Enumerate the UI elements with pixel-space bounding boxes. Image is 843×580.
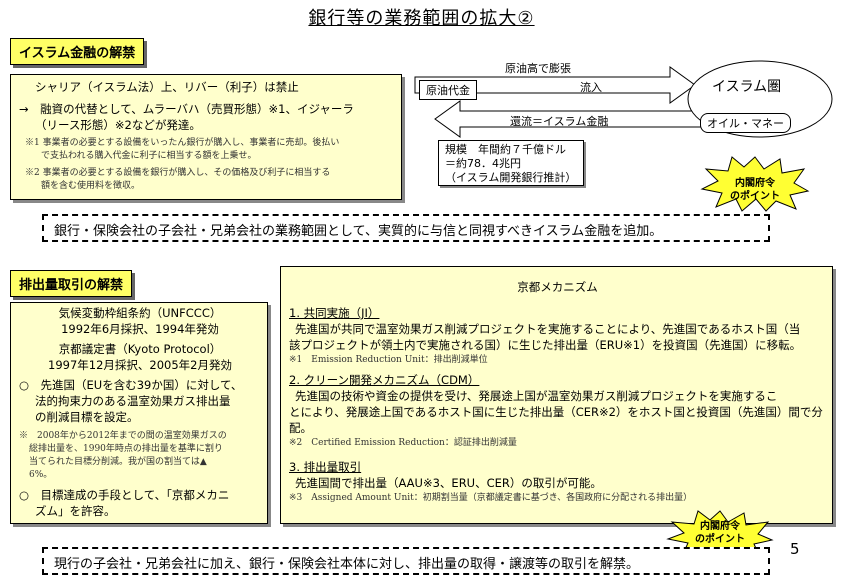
note-ijara-2: 額を含む使用料を徴収。 (41, 181, 141, 191)
islamic-finance-box: シャリア（イスラム法）上、リバー（利子）は禁止 → 融資の代替として、ムラーバハ… (10, 74, 402, 200)
note-ijara-1: ※2 事業者の必要とする設備を銀行が購入し、その価格及び利子に相当する (25, 168, 331, 178)
unfccc-dates: 1992年6月採択、1994年発効 (61, 322, 219, 336)
page-title: 銀行等の業務範囲の拡大② (308, 8, 535, 29)
scale-box: 規模 年間約７千億ドル ＝約78．4兆円 （イスラム開発銀行推計） (438, 140, 584, 186)
ji-heading: 1. 共同実施（JI） (289, 306, 380, 320)
oil-payment-box: 原油代金 (419, 80, 477, 100)
scale-line-3: （イスラム開発銀行推計） (445, 171, 577, 184)
target-note-1: ※ 2008年から2012年までの間の温室効果ガスの (19, 431, 227, 441)
cdm-text-1: 先進国の技術や資金の提供を受け、発展途上国が温室効果ガス削減プロジェクトを実施す… (295, 389, 778, 403)
kyoto-mechanism-heading: 京都メカニズム (517, 280, 598, 294)
alternative-line: → 融資の代替として、ムラーバハ（売買形態）※1、イジャーラ (19, 102, 354, 116)
bullet-2-line-2: ズム」を許容。 (35, 504, 116, 518)
target-note-3: 当てられた目標分削減。我が国の割当ては▲ (29, 457, 207, 467)
note-murabaha-2: で支払われる購入代金に利子に相当する額を上乗せ。 (41, 151, 257, 161)
ji-text-2: 該プロジェクトが領土内で実施される国）に生じた排出量（ERU※1）を投資国（先進… (289, 338, 802, 352)
bullet-1-line-1: ○ 先進国（EUを含む39か国）に対して、 (19, 378, 243, 392)
scale-line-2: ＝約78．4兆円 (445, 157, 521, 170)
alternative-line-2: （リース形態）※2などが発達。 (35, 118, 201, 132)
bullet-1-line-3: の削減目標を設定。 (35, 410, 139, 424)
bullet-1-line-2: 法的拘束力のある温室効果ガス排出量 (35, 394, 231, 408)
ji-note: ※1 Emission Reduction Unit：排出削減単位 (289, 355, 488, 365)
islamic-finance-label: イスラム金融の解禁 (10, 38, 145, 65)
inflow-text: 流入 (580, 81, 602, 94)
sharia-line: シャリア（イスラム法）上、リバー（利子）は禁止 (35, 80, 299, 94)
islam-sphere-text: イスラム圏 (712, 79, 782, 95)
kyoto-mechanism-box: 京都メカニズム 1. 共同実施（JI） 先進国が共同で温室効果ガス削減プロジェク… (280, 266, 833, 524)
target-note-2: 総排出量を、1990年時点の排出量を基準に割り (29, 444, 223, 454)
target-note-4: 6%。 (29, 470, 53, 480)
return-flow-text: 還流＝イスラム金融 (510, 115, 609, 128)
et-heading: 3. 排出量取引 (289, 460, 362, 474)
cabinet-point-label-2: 内閣府令 のポイント (695, 521, 745, 545)
cdm-text-2: とにより、発展途上国であるホスト国に生じた排出量（CER※2）をホスト国と投資国… (289, 405, 823, 419)
flow-top-text: 原油高で膨張 (505, 62, 571, 75)
cdm-heading: 2. クリーン開発メカニズム（CDM） (289, 373, 480, 387)
cdm-text-3: 配。 (289, 421, 312, 435)
oil-money-box: オイル・マネー (700, 113, 791, 133)
kyoto-dates: 1997年12月採択、2005年2月発効 (48, 358, 232, 372)
note-murabaha-1: ※1 事業者の必要とする設備をいったん銀行が購入し、事業者に売却。後払い (25, 138, 340, 148)
oil-money-flow-diagram (414, 60, 833, 138)
scale-line-1: 規模 年間約７千億ドル (445, 143, 566, 156)
cdm-note: ※2 Certified Emission Reduction：認証排出削減量 (289, 438, 517, 448)
page-number: 5 (790, 540, 800, 558)
et-note: ※3 Assigned Amount Unit：初期割当量（京都議定書に基づき、… (289, 493, 693, 503)
ji-text-1: 先進国が共同で温室効果ガス削減プロジェクトを実施することにより、先進国であるホス… (295, 322, 801, 336)
cabinet-point-star-1 (700, 156, 810, 212)
bullet-2-line-1: ○ 目標達成の手段として、「京都メカニ (19, 488, 230, 502)
unfccc-box: 気候変動枠組条約（UNFCCC） 1992年6月採択、1994年発効 京都議定書… (10, 302, 268, 524)
islamic-summary: 銀行・保険会社の子会社・兄弟会社の業務範囲として、実質的に与信と同視すべきイスラ… (42, 214, 770, 242)
unfccc-name: 気候変動枠組条約（UNFCCC） (58, 306, 222, 320)
et-text: 先進国間で排出量（AAU※3、ERU、CER）の取引が可能。 (295, 476, 602, 490)
kyoto-name: 京都議定書（Kyoto Protocol） (58, 342, 222, 356)
emissions-summary: 現行の子会社・兄弟会社に加え、銀行・保険会社本体に対し、排出量の取得・譲渡等の取… (42, 547, 770, 575)
emissions-trading-label: 排出量取引の解禁 (10, 270, 133, 297)
return-flow-arrow (434, 100, 706, 138)
cabinet-point-label-1: 内閣府令 のポイント (730, 178, 780, 202)
